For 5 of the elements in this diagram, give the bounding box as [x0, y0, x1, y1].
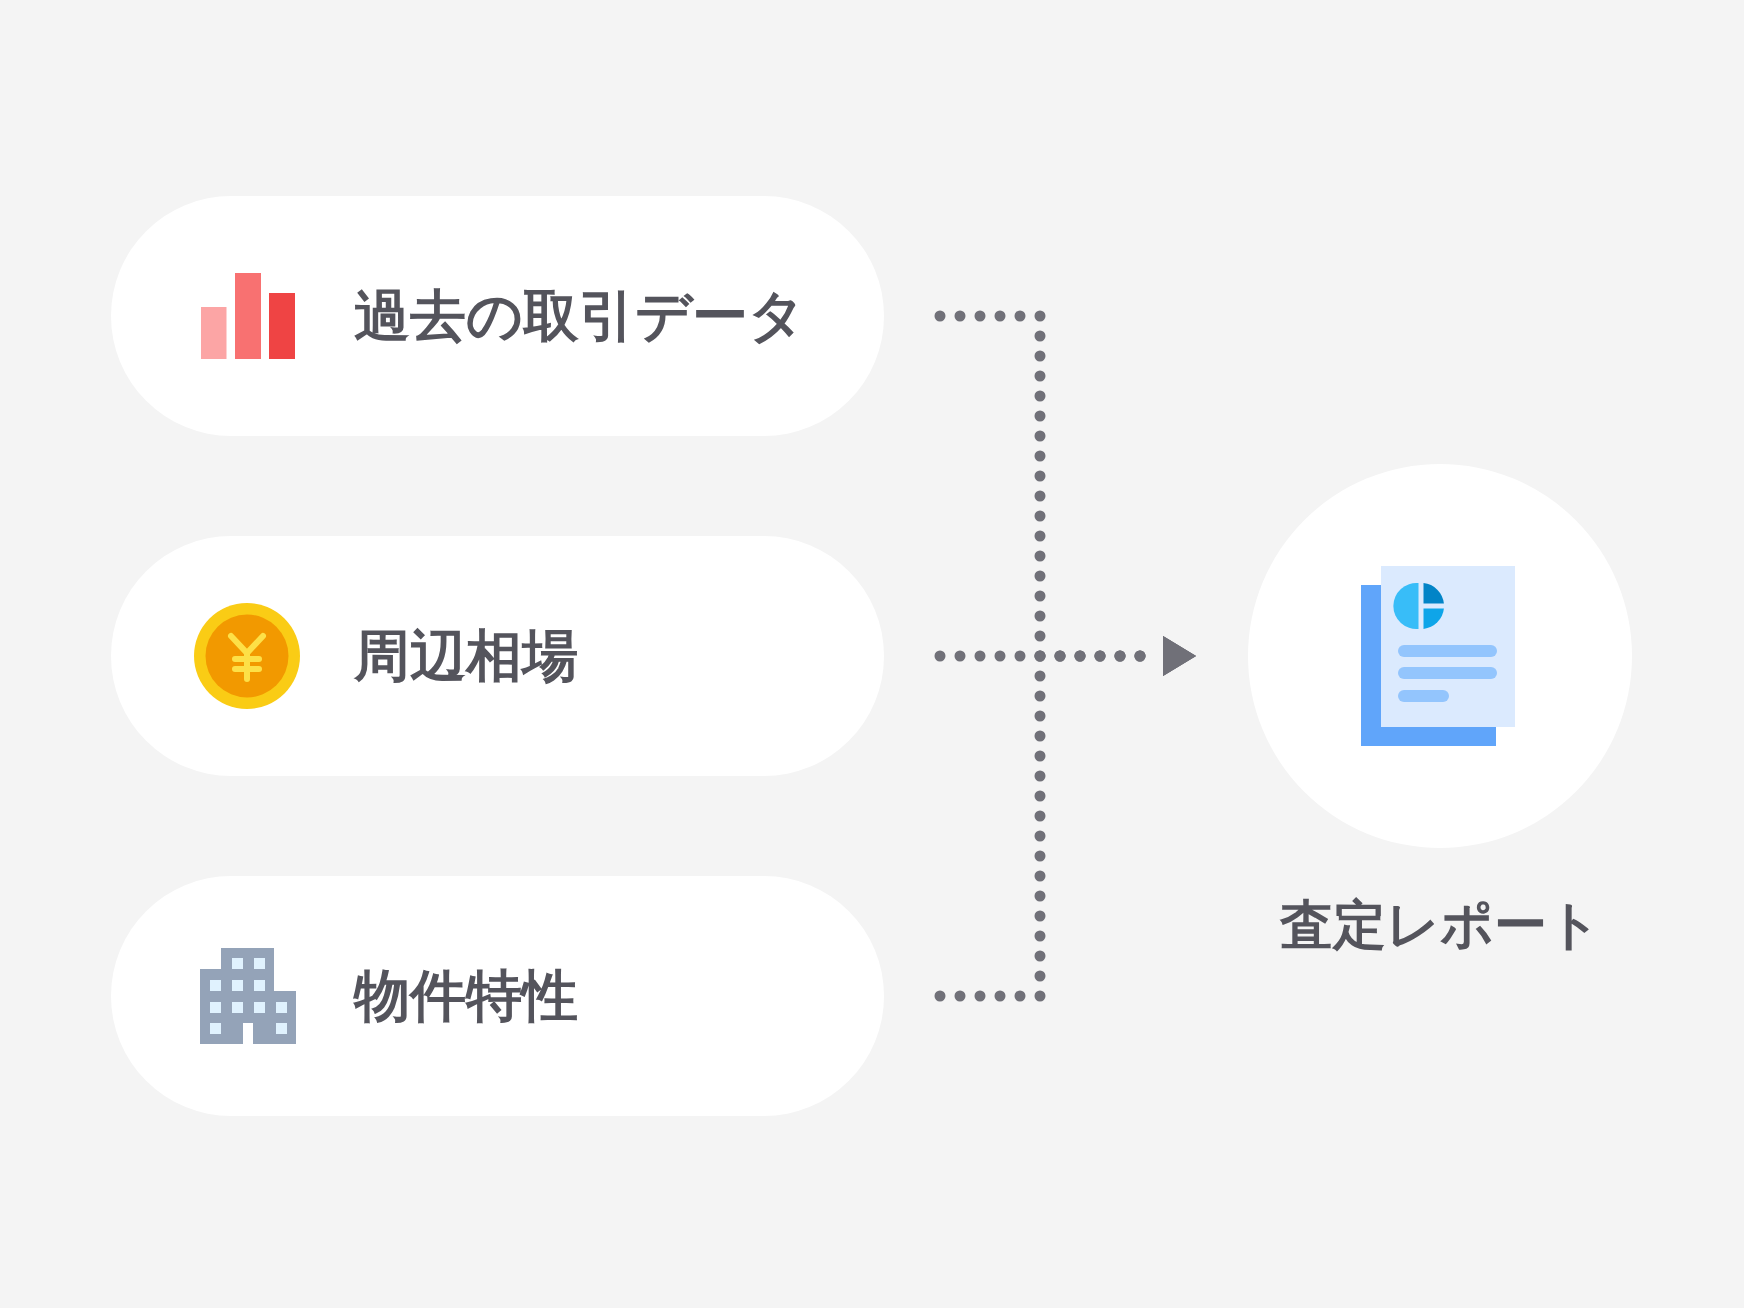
node-label: 周辺相場 [354, 622, 578, 690]
node-label: 過去の取引データ [354, 282, 805, 350]
dotted-arrow [934, 636, 1196, 1002]
node-label: 査定レポート [1279, 893, 1601, 957]
node-label: 物件特性 [354, 962, 578, 1030]
